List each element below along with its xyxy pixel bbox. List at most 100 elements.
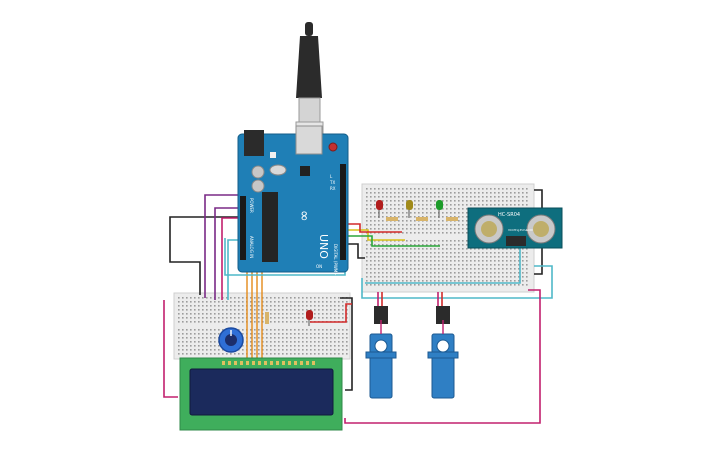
lcd-display[interactable] xyxy=(179,357,343,431)
wire-magenta-3[interactable] xyxy=(344,289,541,424)
breadboard-hole xyxy=(470,192,472,194)
breadboard-hole xyxy=(482,268,484,270)
breadboard-hole xyxy=(374,244,376,246)
wire-black-2[interactable] xyxy=(340,297,353,391)
breadboard-hole xyxy=(474,200,476,202)
servo-horn-icon[interactable] xyxy=(436,339,450,353)
breadboard-hole xyxy=(178,317,180,319)
breadboard-hole xyxy=(322,329,324,331)
ultrasonic-pin-header[interactable] xyxy=(506,236,526,246)
breadboard-hole xyxy=(186,297,188,299)
breadboard-hole xyxy=(406,212,408,214)
resistor-left[interactable] xyxy=(265,312,269,324)
wire-magenta-2[interactable] xyxy=(163,300,178,398)
reset-button[interactable] xyxy=(328,142,338,152)
lcd-pin-header[interactable] xyxy=(222,361,315,365)
wire-red-1[interactable] xyxy=(345,223,402,233)
breadboard-hole xyxy=(334,301,336,303)
breadboard-hole xyxy=(226,297,228,299)
breadboard-hole xyxy=(378,248,380,250)
breadboard-hole xyxy=(262,317,264,319)
breadboard-hole xyxy=(438,192,440,194)
resistor-2[interactable] xyxy=(416,217,428,221)
breadboard-hole xyxy=(382,264,384,266)
resistor-1[interactable] xyxy=(386,217,398,221)
led-yellow[interactable] xyxy=(406,200,413,218)
breadboard-hole xyxy=(378,228,380,230)
breadboard-hole xyxy=(374,284,376,286)
servo-motor-2[interactable] xyxy=(427,306,459,399)
breadboard-hole xyxy=(498,284,500,286)
breadboard-hole xyxy=(210,317,212,319)
wire-black-1[interactable] xyxy=(169,216,240,295)
breadboard-hole xyxy=(270,301,272,303)
breadboard-hole xyxy=(278,321,280,323)
led-green[interactable] xyxy=(436,200,443,218)
breadboard-hole xyxy=(510,276,512,278)
breadboard-hole xyxy=(510,196,512,198)
led-red[interactable] xyxy=(376,200,383,218)
breadboard-hole xyxy=(222,317,224,319)
wire-purple-2[interactable] xyxy=(214,207,248,300)
breadboard-hole xyxy=(182,329,184,331)
breadboard-hole xyxy=(294,309,296,311)
breadboard-hole xyxy=(462,240,464,242)
breadboard-hole xyxy=(346,345,348,347)
breadboard-hole xyxy=(342,353,344,355)
breadboard-hole xyxy=(370,192,372,194)
wire-green-1[interactable] xyxy=(345,235,440,247)
breadboard-hole xyxy=(430,244,432,246)
digital-header[interactable] xyxy=(340,164,346,260)
ultrasonic-sensor[interactable]: HC-SR04 VCC Trig Echo GND xyxy=(467,207,563,249)
breadboard-hole xyxy=(314,297,316,299)
breadboard-hole xyxy=(442,284,444,286)
breadboard-hole xyxy=(366,268,368,270)
breadboard-hole xyxy=(254,333,256,335)
breadboard-hole xyxy=(450,248,452,250)
breadboard-hole xyxy=(478,276,480,278)
breadboard-hole xyxy=(290,341,292,343)
potentiometer[interactable] xyxy=(218,327,244,353)
breadboard-hole xyxy=(406,240,408,242)
breadboard-hole xyxy=(510,284,512,286)
breadboard-hole xyxy=(258,297,260,299)
breadboard-hole xyxy=(394,268,396,270)
breadboard-hole xyxy=(270,349,272,351)
power-analog-header[interactable] xyxy=(240,196,246,260)
breadboard-hole xyxy=(462,256,464,258)
breadboard-hole xyxy=(422,256,424,258)
breadboard-hole xyxy=(446,208,448,210)
led-red-left[interactable] xyxy=(306,310,313,326)
wire-yellow-1[interactable] xyxy=(345,229,405,241)
breadboard-hole xyxy=(450,264,452,266)
arduino-uno-board[interactable]: UNO ∞ L TX RX DIGITAL (PWM~) POWER ANALO… xyxy=(237,125,349,278)
wire-cyan-3[interactable] xyxy=(361,265,553,299)
wire-cyan-4[interactable] xyxy=(365,245,521,284)
breadboard-hole xyxy=(282,341,284,343)
breadboard-hole xyxy=(390,264,392,266)
breadboard-hole xyxy=(402,228,404,230)
breadboard-hole xyxy=(450,268,452,270)
breadboard-hole xyxy=(438,244,440,246)
breadboard-hole xyxy=(482,280,484,282)
wire-red-2[interactable] xyxy=(310,303,352,323)
breadboard-hole xyxy=(474,272,476,274)
breadboard-hole xyxy=(210,305,212,307)
breadboard-hole xyxy=(190,333,192,335)
breadboard-hole xyxy=(402,272,404,274)
breadboard-hole xyxy=(334,345,336,347)
breadboard-hole xyxy=(450,256,452,258)
breadboard-hole xyxy=(446,284,448,286)
breadboard-hole xyxy=(330,345,332,347)
resistor-3[interactable] xyxy=(446,217,458,221)
breadboard-hole xyxy=(442,216,444,218)
servo-horn-icon[interactable] xyxy=(374,339,388,353)
wire-black-3[interactable] xyxy=(345,243,365,259)
breadboard-hole xyxy=(178,349,180,351)
breadboard-hole xyxy=(422,248,424,250)
breadboard-hole xyxy=(442,196,444,198)
servo-motor-1[interactable] xyxy=(365,306,397,399)
breadboard-hole xyxy=(182,305,184,307)
breadboard-hole xyxy=(330,317,332,319)
